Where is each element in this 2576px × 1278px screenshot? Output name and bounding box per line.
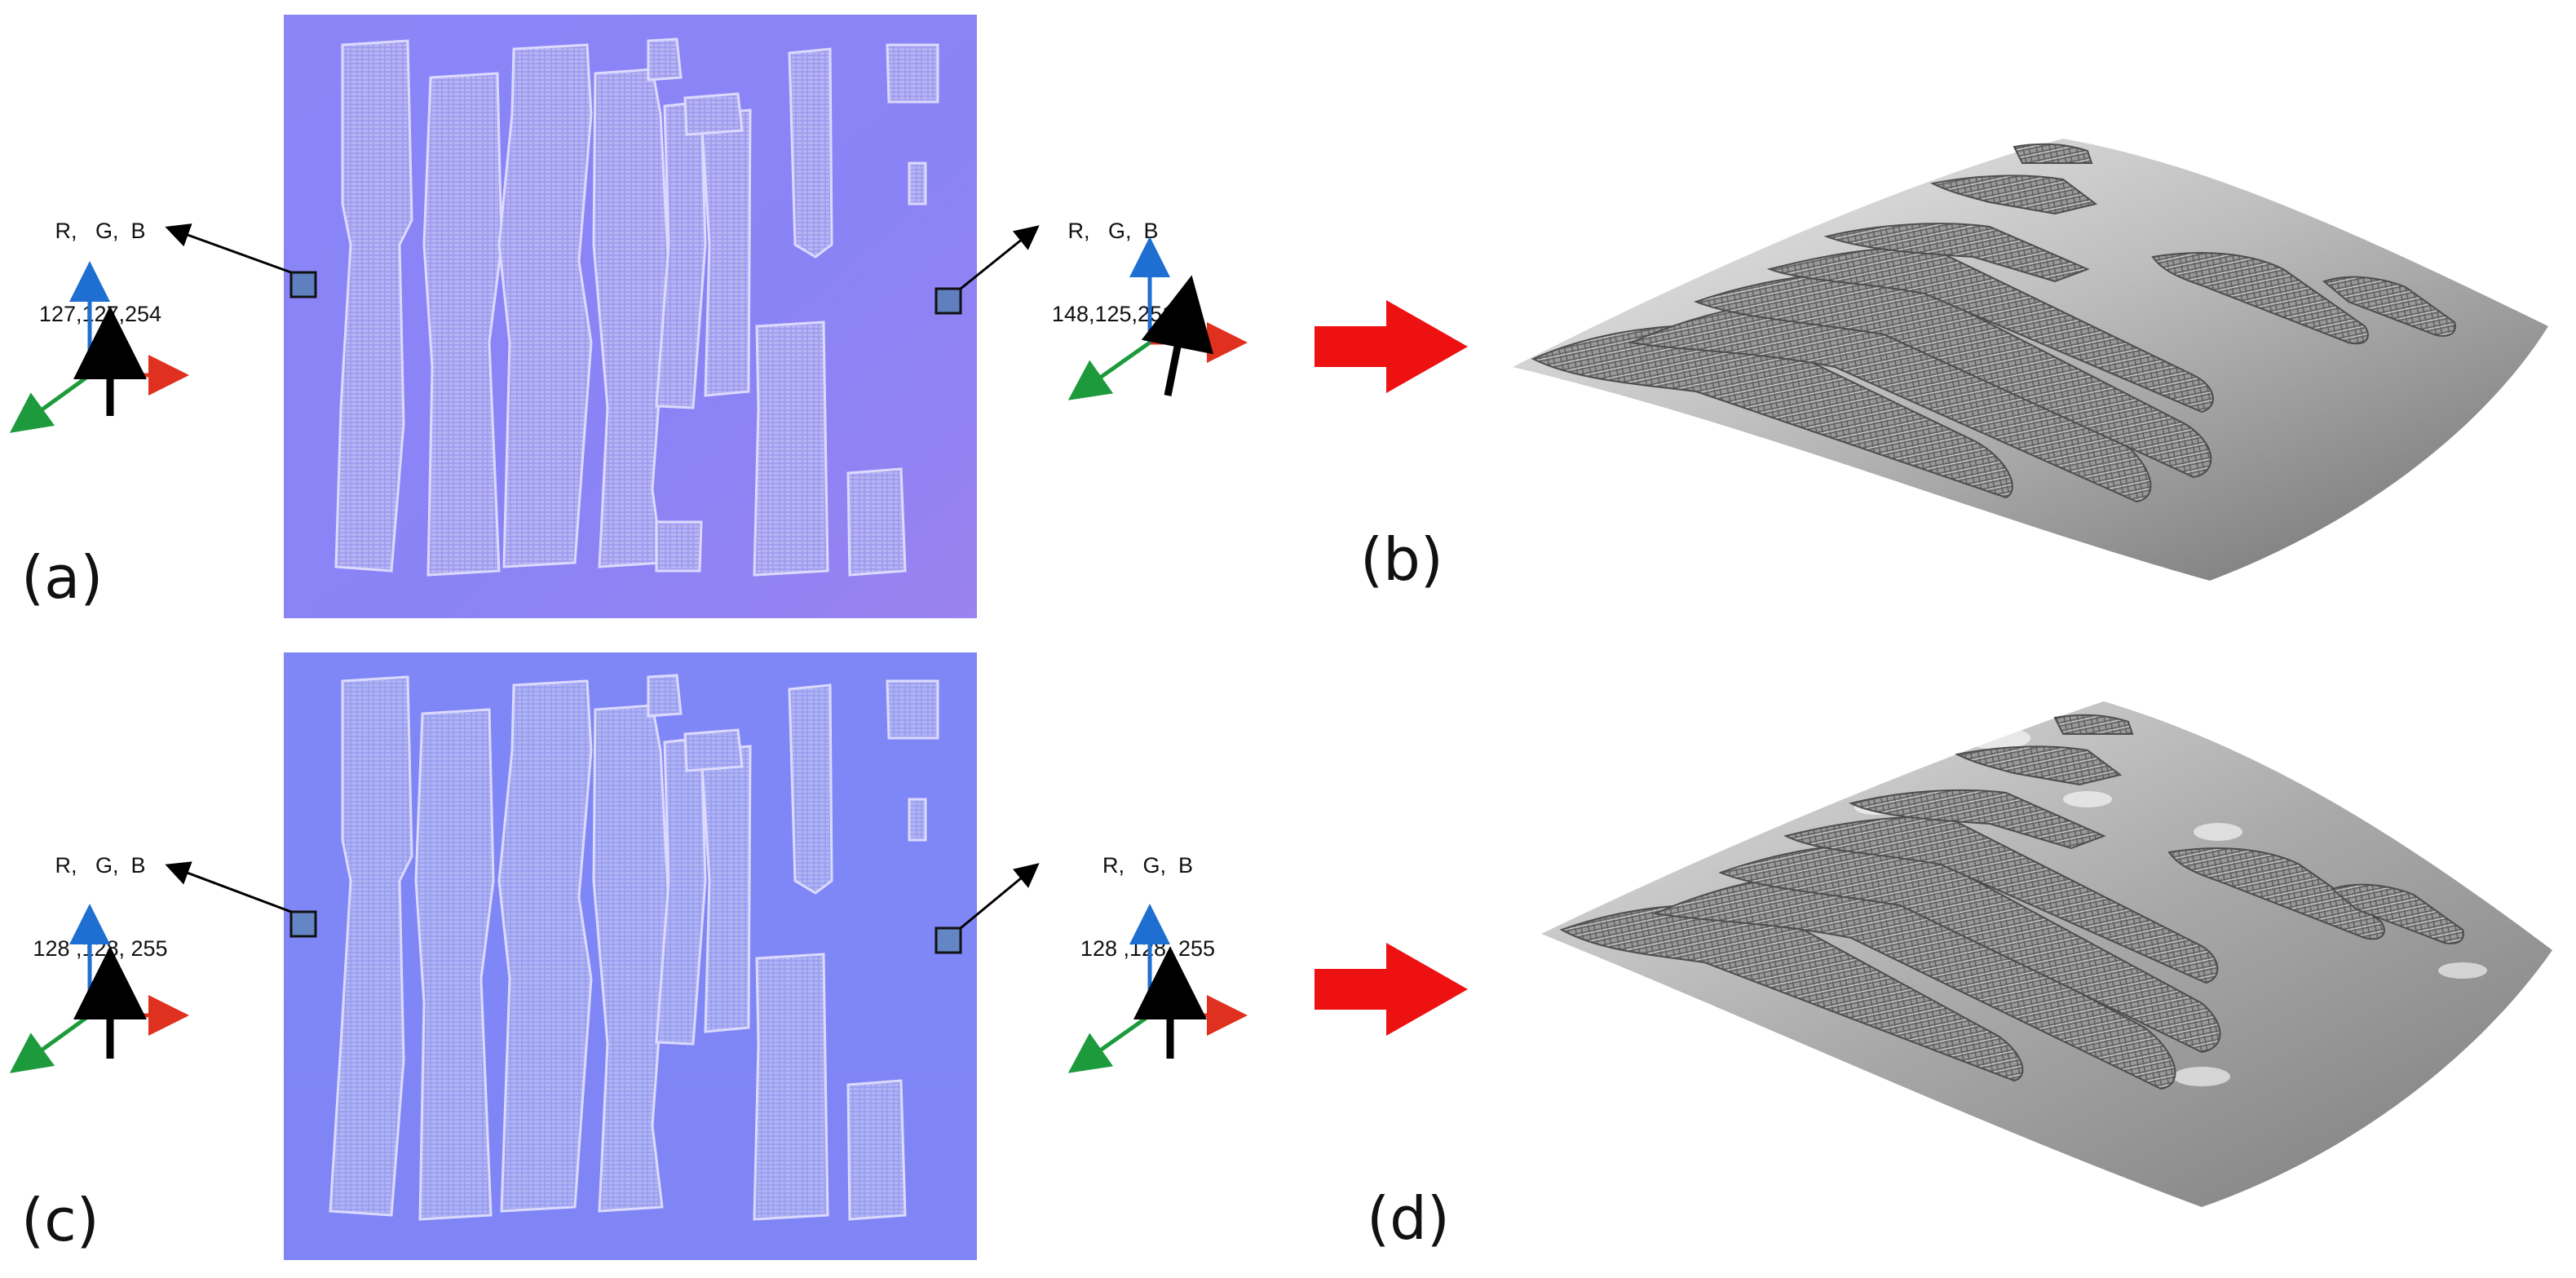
xyz-axes-icon	[1075, 912, 1239, 1068]
right-arrow-icon	[1315, 943, 1468, 1036]
normal-map-a	[284, 15, 977, 618]
xyz-axes-icon	[16, 912, 181, 1068]
surface-d	[1541, 701, 2552, 1207]
right-arrow-icon	[1315, 300, 1468, 393]
xyz-axes-icon	[16, 269, 181, 428]
surface-b	[1513, 139, 2548, 581]
xyz-axes-icon	[1075, 245, 1239, 396]
leader-line-left-a	[170, 228, 291, 272]
leader-line-left-c	[170, 866, 291, 912]
normal-map-c	[284, 652, 977, 1260]
